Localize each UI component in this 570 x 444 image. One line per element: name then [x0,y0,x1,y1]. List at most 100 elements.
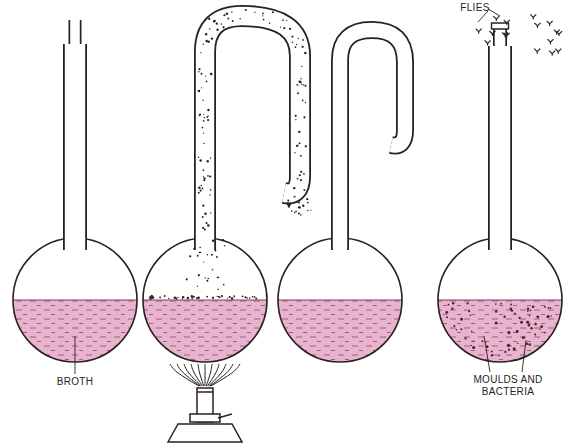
dust-particle [304,85,306,87]
dust-particle [213,20,215,22]
dust-particle [197,285,198,286]
fly [530,14,536,19]
dust-particle [204,117,205,118]
dust-particle [226,13,228,15]
dust-particle [208,18,210,20]
microbe [470,345,472,347]
label-broth: BROTH [50,376,100,388]
microbe [529,315,531,317]
burner-collar [190,414,220,422]
dust-particle [209,194,210,195]
gas-inlet [218,414,232,418]
dust-particle [168,298,169,299]
dust-particle [249,297,251,299]
microbe [519,317,521,319]
dust-particle [282,19,284,21]
fly [555,49,561,54]
microbe [540,325,543,328]
microbe [514,312,516,314]
dust-particle [189,255,191,257]
dust-particle [297,201,298,202]
dust-particle [193,248,195,250]
microbe [453,325,455,327]
dust-particle [206,116,208,118]
leader-line [522,340,526,372]
dust-particle [211,37,213,39]
microbe [460,318,463,321]
dust-particle [187,297,189,299]
dust-particle [212,269,214,271]
dust-particle [199,252,201,254]
dust-particle [205,33,207,35]
fly [485,40,491,45]
microbe [507,331,510,334]
dust-particle [200,52,201,53]
dust-particle [310,209,311,210]
dust-particle [203,261,204,262]
dust-particle [307,202,309,204]
dust-particle [210,189,212,191]
dust-particle [232,20,234,22]
microbe [516,330,519,333]
dust-particle [233,295,235,297]
dust-particle [231,297,234,300]
dust-particle [301,46,303,48]
dust-particle [300,155,301,156]
dust-particle [212,239,215,242]
dust-particle [199,113,201,115]
dust-particle [296,145,298,147]
dust-particle [303,84,304,85]
broth [438,300,562,362]
dust-particle [272,11,274,13]
dust-particle [244,296,246,298]
dust-particle [283,27,285,29]
microbe [526,321,529,324]
microbe [460,328,462,330]
leader-line [75,336,76,374]
dust-particle [296,84,297,85]
dust-particle [289,28,291,30]
microbe [536,315,539,318]
swan-neck-inner [205,16,300,252]
dust-particle [294,196,295,197]
microbe [527,310,529,312]
dust-particle [216,256,218,258]
dust-particle [287,202,288,203]
dust-particle [303,116,305,118]
dust-particle [302,99,304,101]
dust-particle [200,185,202,187]
dust-particle [219,296,221,298]
dust-particle [302,39,304,41]
microbe [534,333,536,335]
broth-texture [438,300,562,362]
dust-particle [302,205,304,207]
microbe [513,347,516,350]
dust-particle [198,90,201,93]
dust-particle [298,206,300,208]
microbe [500,303,502,305]
dust-particle [295,119,296,120]
dust-particle [191,297,193,299]
dust-particle [262,15,263,16]
dust-particle [149,298,151,300]
microbe [544,332,546,334]
dust-particle [207,224,210,227]
microbe [507,344,510,347]
broth-surface [438,300,562,301]
dust-particle [294,212,295,213]
dust-particle [202,227,204,229]
microbe [451,307,453,309]
dust-particle [242,295,244,297]
dust-particle [199,159,201,161]
flame-stroke [191,364,203,386]
dust-particle [204,228,206,230]
microbe [468,310,470,312]
dust-particle [210,73,213,76]
fly [534,23,540,28]
dust-particle [209,28,211,30]
dust-particle [300,78,301,79]
dust-particle [300,171,302,173]
dust-particle [298,38,299,39]
leader-line [484,336,490,372]
